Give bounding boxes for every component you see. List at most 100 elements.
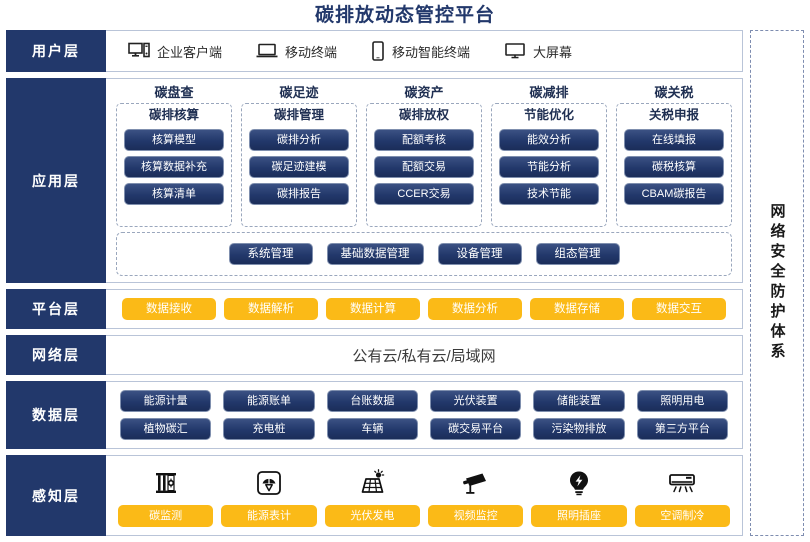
layer-stack: 用户层 (6, 30, 743, 536)
desktop-tower-icon (128, 42, 150, 60)
app-feature-pill[interactable]: 配额交易 (374, 156, 474, 178)
page-title: 碳排放动态管控平台 (314, 5, 495, 26)
app-feature-pill[interactable]: 节能分析 (499, 156, 599, 178)
management-pill[interactable]: 基础数据管理 (326, 243, 424, 265)
app-feature-pill[interactable]: 能效分析 (499, 129, 599, 151)
data-source-pill[interactable]: 能源计量 (120, 390, 212, 412)
application-columns: 碳盘查 碳排核算 核算模型 核算数据补充 核算清单 碳足迹 (116, 84, 732, 227)
data-source-pill[interactable]: 充电桩 (223, 418, 315, 440)
app-column-title: 碳足迹 (279, 85, 319, 100)
sense-device-label: 光伏发电 (324, 504, 420, 527)
layer-network: 网络层 公有云/私有云/局域网 (6, 335, 743, 375)
platform-pill[interactable]: 数据交互 (632, 298, 726, 320)
data-source-pill[interactable]: 车辆 (326, 418, 418, 440)
sense-device-item[interactable]: 碳监测 (118, 467, 214, 527)
carbon-sensor-icon (151, 467, 181, 499)
layer-platform: 平台层 数据接收 数据解析 数据计算 数据分析 数据存储 数据交互 (6, 289, 743, 329)
data-source-pill[interactable]: 照明用电 (636, 390, 728, 412)
app-column-box: 碳排管理 碳排分析 碳足迹建模 碳排报告 (241, 103, 357, 227)
user-terminal-item[interactable]: 大屏幕 (504, 42, 572, 61)
cctv-camera-icon (461, 467, 491, 499)
app-column-carbon-inventory: 碳盘查 碳排核算 核算模型 核算数据补充 核算清单 (116, 84, 232, 227)
data-source-pill[interactable]: 台账数据 (326, 390, 418, 412)
app-feature-pill[interactable]: 配额考核 (374, 129, 474, 151)
layer-application: 应用层 碳盘查 碳排核算 核算模型 核算数据补充 核算清单 (6, 78, 743, 283)
user-terminal-item[interactable]: 移动终端 (256, 42, 337, 61)
user-terminal-label: 移动终端 (285, 44, 338, 60)
data-source-pill[interactable]: 能源账单 (223, 390, 315, 412)
sense-device-label: 能源表计 (221, 504, 317, 527)
layer-data: 数据层 能源计量 能源账单 台账数据 光伏装置 储能装置 照明用电 植物碳汇 充… (6, 381, 743, 449)
sense-device-item[interactable]: 光伏发电 (324, 467, 420, 527)
app-column-title: 碳资产 (404, 85, 444, 100)
large-screen-icon (504, 42, 526, 60)
management-pill[interactable]: 设备管理 (437, 243, 522, 265)
energy-meter-icon (254, 467, 284, 499)
app-feature-pill[interactable]: 核算清单 (124, 183, 224, 205)
user-terminal-item[interactable]: 企业客户端 (128, 42, 222, 61)
app-column-carbon-reduction: 碳减排 节能优化 能效分析 节能分析 技术节能 (491, 84, 607, 227)
app-feature-pill[interactable]: 碳排报告 (249, 183, 349, 205)
sense-device-item[interactable]: 空调制冷 (634, 467, 730, 527)
app-feature-pill[interactable]: 碳足迹建模 (249, 156, 349, 178)
app-column-title: 碳盘查 (154, 85, 194, 100)
data-source-pill[interactable]: 第三方平台 (636, 418, 728, 440)
app-feature-pill[interactable]: 碳税核算 (624, 156, 724, 178)
platform-pill[interactable]: 数据存储 (530, 298, 624, 320)
app-column-subtitle: 碳排管理 (273, 108, 324, 122)
user-terminal-label: 企业客户端 (157, 44, 223, 60)
app-column-carbon-asset: 碳资产 碳排放权 配额考核 配额交易 CCER交易 (366, 84, 482, 227)
data-source-pill[interactable]: 污染物排放 (533, 418, 625, 440)
sense-device-item[interactable]: 视频监控 (428, 467, 524, 527)
security-sidebar: 网络安全防护体系 (750, 30, 804, 536)
user-terminal-item[interactable]: 移动智能终端 (371, 41, 470, 61)
app-column-carbon-footprint: 碳足迹 碳排管理 碳排分析 碳足迹建模 碳排报告 (241, 84, 357, 227)
app-feature-pill[interactable]: 核算数据补充 (124, 156, 224, 178)
layer-sense: 感知层 (6, 455, 743, 536)
app-feature-pill[interactable]: 碳排分析 (249, 129, 349, 151)
platform-pill[interactable]: 数据解析 (224, 298, 318, 320)
app-feature-pill[interactable]: 核算模型 (124, 129, 224, 151)
platform-pill[interactable]: 数据分析 (428, 298, 522, 320)
network-description: 公有云/私有云/局域网 (352, 347, 496, 365)
sense-device-item[interactable]: 能源表计 (221, 467, 317, 527)
app-column-subtitle: 节能优化 (523, 108, 574, 122)
layer-content-application: 碳盘查 碳排核算 核算模型 核算数据补充 核算清单 碳足迹 (106, 79, 742, 282)
data-source-pill[interactable]: 碳交易平台 (430, 418, 522, 440)
application-inner: 碳盘查 碳排核算 核算模型 核算数据补充 核算清单 碳足迹 (112, 79, 736, 282)
app-feature-pill[interactable]: CCER交易 (374, 183, 474, 205)
laptop-icon (256, 42, 278, 60)
user-terminal-label: 大屏幕 (533, 44, 573, 60)
sense-device-item[interactable]: 照明插座 (531, 467, 627, 527)
management-pill[interactable]: 组态管理 (535, 243, 620, 265)
management-box: 系统管理 基础数据管理 设备管理 组态管理 (116, 232, 732, 276)
sense-device-label: 照明插座 (531, 504, 627, 527)
management-pill[interactable]: 系统管理 (228, 243, 313, 265)
app-column-box: 关税申报 在线填报 碳税核算 CBAM碳报告 (616, 103, 732, 227)
app-feature-pill[interactable]: 在线填报 (624, 129, 724, 151)
app-column-box: 节能优化 能效分析 节能分析 技术节能 (491, 103, 607, 227)
air-conditioner-icon (667, 467, 697, 499)
sense-device-label: 碳监测 (118, 504, 214, 527)
data-source-pill[interactable]: 储能装置 (533, 390, 625, 412)
layer-content-network: 公有云/私有云/局域网 (106, 336, 742, 374)
data-source-pill[interactable]: 植物碳汇 (120, 418, 212, 440)
layer-label-platform: 平台层 (6, 289, 106, 329)
data-source-pill[interactable]: 光伏装置 (430, 390, 522, 412)
platform-pill[interactable]: 数据接收 (122, 298, 216, 320)
app-column-box: 碳排核算 核算模型 核算数据补充 核算清单 (116, 103, 232, 227)
lightbulb-icon (564, 467, 594, 499)
smartphone-icon (371, 41, 385, 61)
user-terminal-label: 移动智能终端 (392, 44, 471, 60)
security-sidebar-label: 网络安全防护体系 (768, 203, 786, 363)
layer-content-user: 企业客户端 移动终端 (106, 31, 742, 71)
layer-user: 用户层 (6, 30, 743, 72)
app-feature-pill[interactable]: CBAM碳报告 (624, 183, 724, 205)
platform-pill[interactable]: 数据计算 (326, 298, 420, 320)
platform-item-list: 数据接收 数据解析 数据计算 数据分析 数据存储 数据交互 (114, 298, 734, 320)
app-feature-pill[interactable]: 技术节能 (499, 183, 599, 205)
diagram-body: 用户层 (0, 30, 810, 542)
sense-device-label: 视频监控 (428, 504, 524, 527)
app-column-title: 碳减排 (529, 85, 569, 100)
app-column-box: 碳排放权 配额考核 配额交易 CCER交易 (366, 103, 482, 227)
